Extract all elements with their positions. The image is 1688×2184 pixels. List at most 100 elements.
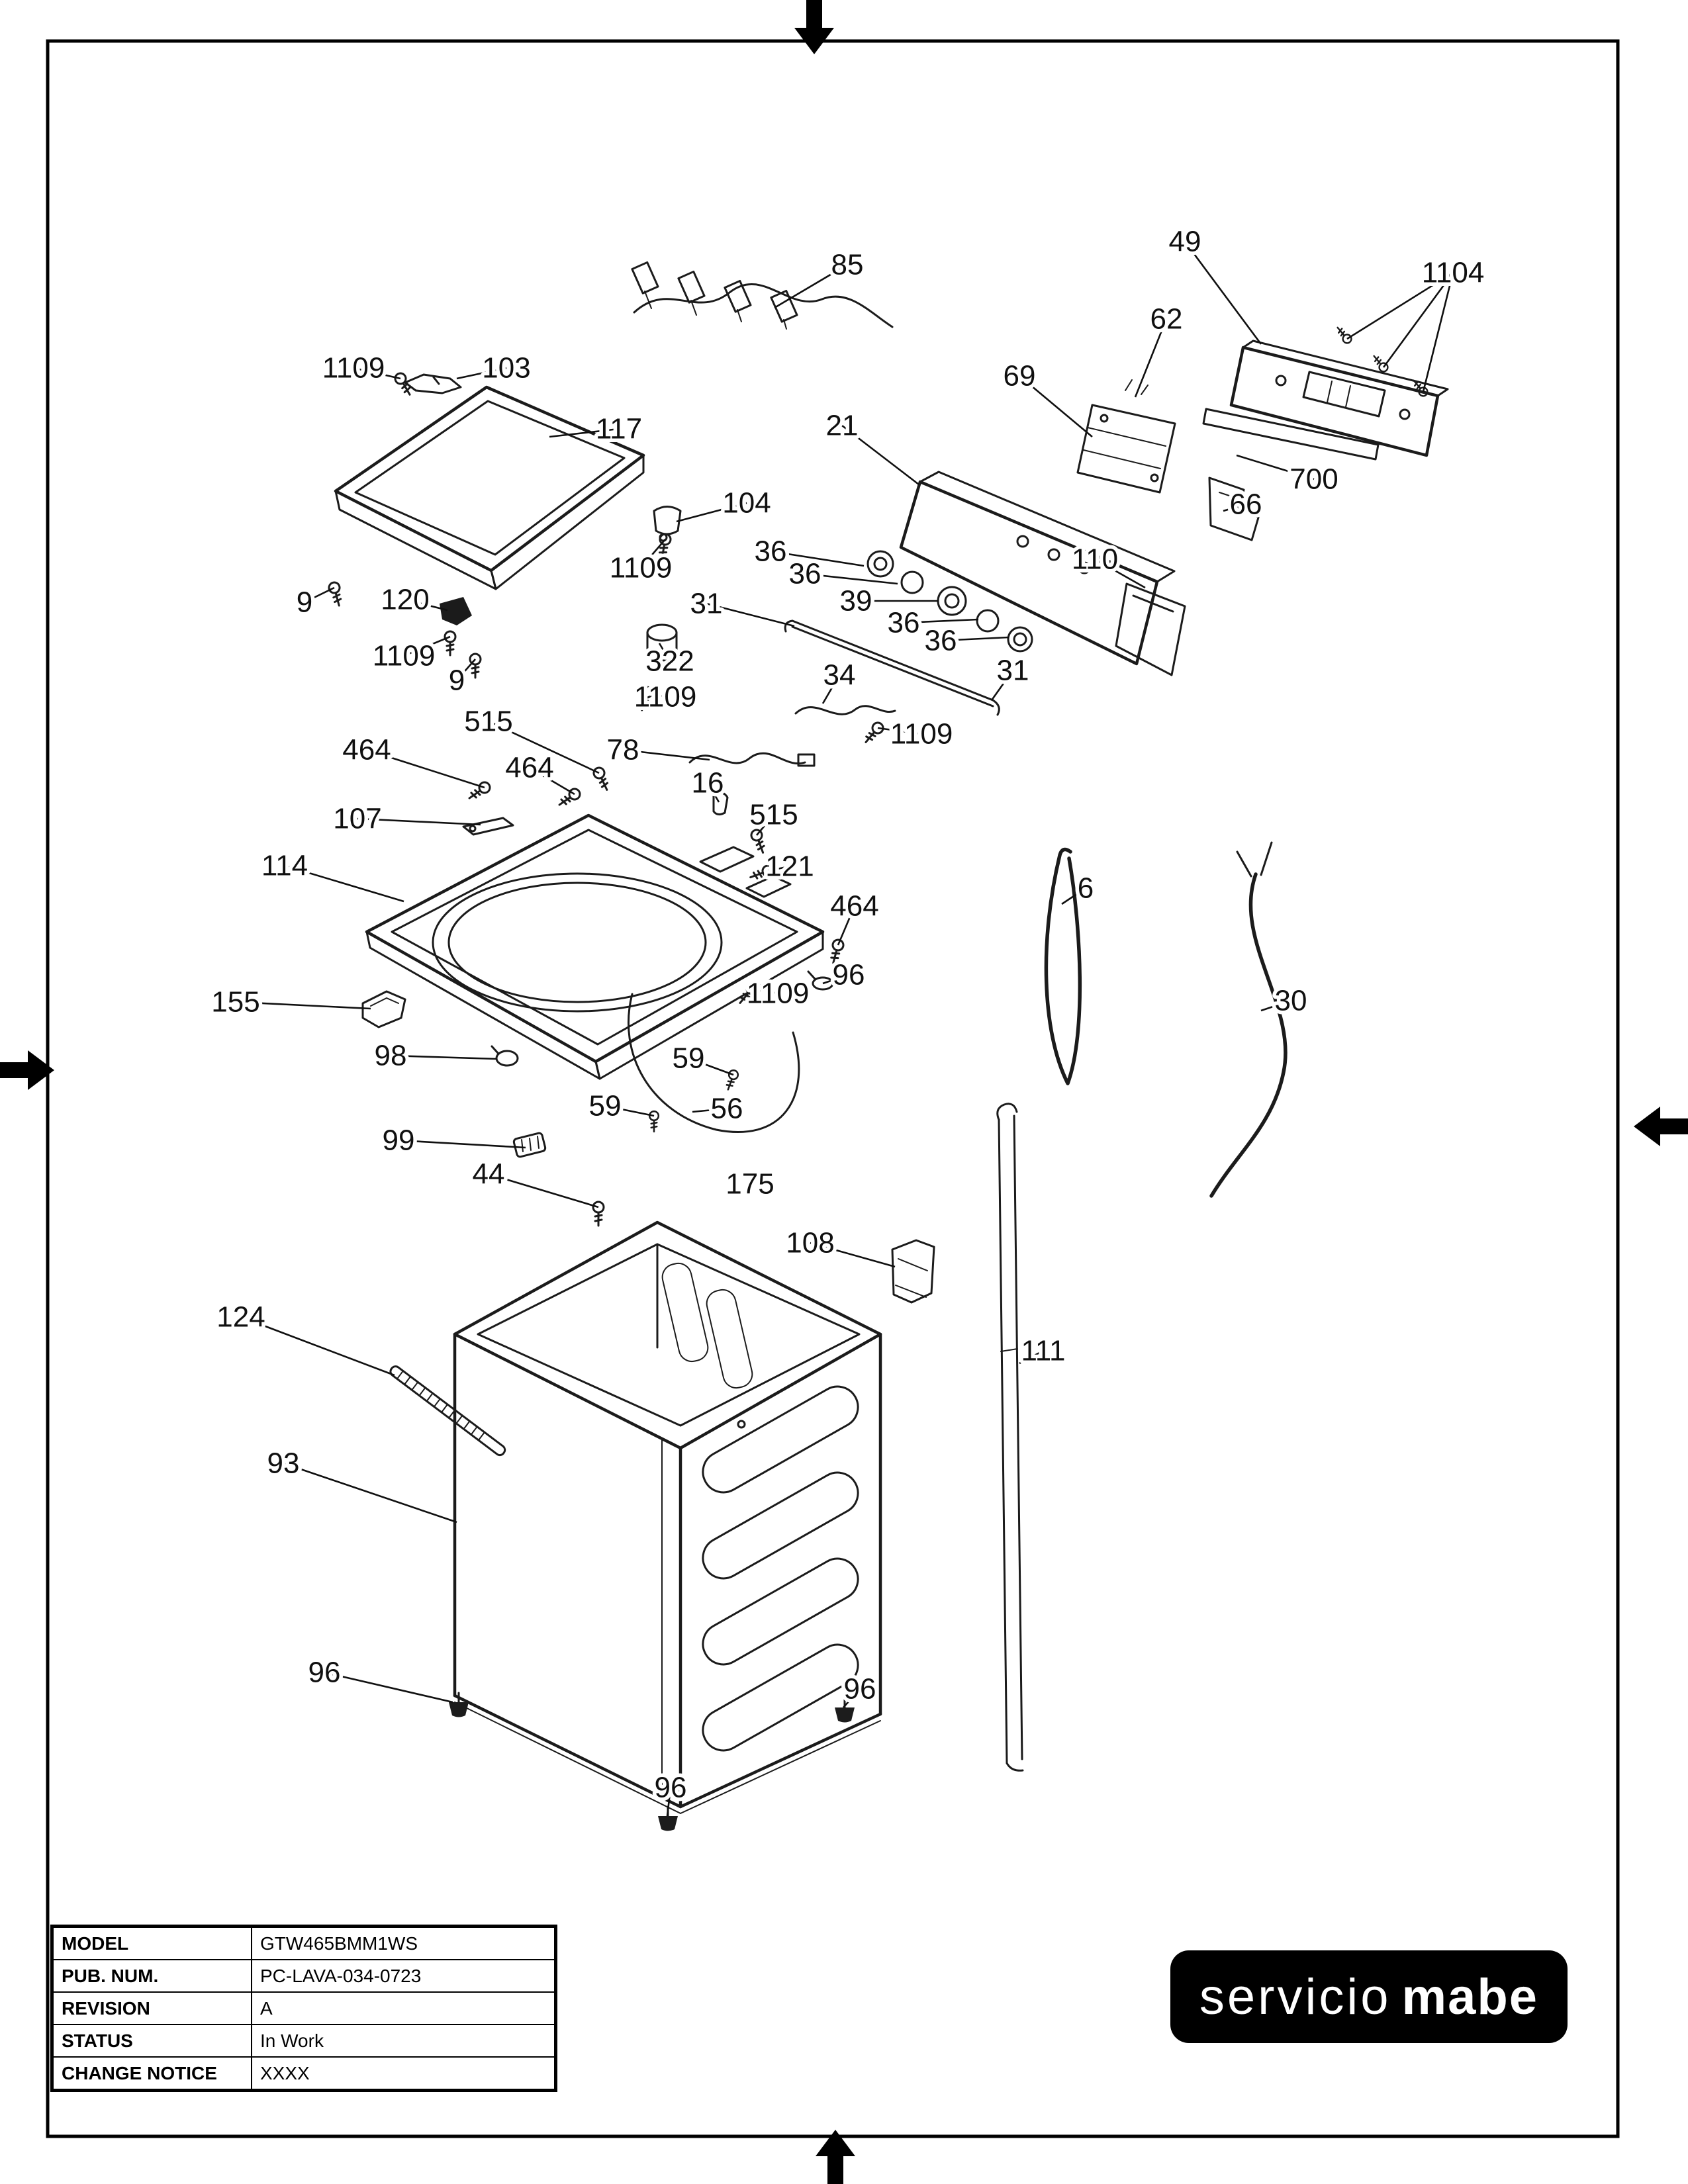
callout-leader-line xyxy=(774,263,848,309)
callout-leader-line xyxy=(324,1671,453,1704)
callout-leader-line xyxy=(390,1054,497,1060)
callout-leader-line xyxy=(821,674,841,704)
wire-harness-78 xyxy=(688,752,816,767)
callout-label: 49 xyxy=(1169,226,1201,258)
callout-leader-line xyxy=(404,598,448,612)
callout-label: 96 xyxy=(308,1657,341,1689)
hinge-damper-96 xyxy=(807,970,834,991)
callout-leader-line xyxy=(1134,318,1168,398)
clip-98 xyxy=(491,1045,519,1067)
callout-leader-line xyxy=(940,636,1009,642)
hose-6 xyxy=(1044,847,1082,1085)
callout-leader-line xyxy=(767,865,790,872)
hinge-103 xyxy=(404,373,462,394)
callout-leader-line xyxy=(283,1462,457,1524)
titleblock-row-revision: REVISION A xyxy=(52,1991,555,2025)
callout-label: 34 xyxy=(823,659,856,692)
callout-label: 103 xyxy=(482,352,530,385)
screw-part xyxy=(861,719,886,747)
title-block-table: MODEL GTW465BMM1WS PUB. NUM. PC-LAVA-034… xyxy=(52,1927,555,2090)
screw-part xyxy=(444,630,457,657)
callout-leader-line xyxy=(488,720,600,774)
callout-leader-line xyxy=(877,727,922,735)
callout-label: 36 xyxy=(925,625,957,657)
titleblock-row-status: STATUS In Work xyxy=(52,2024,555,2058)
callout-leader-line xyxy=(604,1105,655,1117)
brand-mabe-text: mabe xyxy=(1401,1968,1539,2025)
callout-label: 1109 xyxy=(373,640,436,672)
titleblock-label-revision: REVISION xyxy=(52,1991,252,2025)
callout-leader-line xyxy=(1382,272,1454,368)
callout-leader-line xyxy=(1346,271,1454,340)
callout-leader-line xyxy=(706,602,795,627)
callout-label: 31 xyxy=(690,588,723,620)
callout-leader-line xyxy=(1236,454,1315,480)
callout-label: 515 xyxy=(749,799,798,831)
callout-leader-line xyxy=(770,550,865,567)
callout-label: 120 xyxy=(381,584,429,616)
callout-leader-line xyxy=(456,659,476,681)
callout-leader-line xyxy=(1094,558,1146,589)
callout-leader-line xyxy=(357,817,481,826)
titleblock-label-changenotice: CHANGE NOTICE xyxy=(52,2056,252,2090)
leveling-foot-96 xyxy=(447,1692,470,1718)
title-block: MODEL GTW465BMM1WS PUB. NUM. PC-LAVA-034… xyxy=(50,1925,557,2092)
callout-leader-line xyxy=(1223,503,1246,512)
backsplash-panel-49 xyxy=(1229,340,1449,457)
screw-part xyxy=(469,653,482,679)
callout-label: 9 xyxy=(449,664,465,697)
registration-arrow-left-icon xyxy=(0,1050,54,1090)
titleblock-label-model: MODEL xyxy=(52,1927,252,1960)
callout-leader-line xyxy=(756,814,774,836)
exploded-view-art xyxy=(326,261,1449,1832)
titleblock-label-status: STATUS xyxy=(52,2024,252,2058)
titleblock-value-model: GTW465BMM1WS xyxy=(251,1927,555,1960)
callout-leader-line xyxy=(1422,272,1454,392)
callout-label: 39 xyxy=(840,585,872,617)
callout-label: 69 xyxy=(1004,360,1036,392)
top-cover-114 xyxy=(365,813,825,1080)
brand-servicio-text: servicio xyxy=(1199,1968,1391,2025)
callout-label: 1104 xyxy=(1422,257,1485,289)
control-panel-21 xyxy=(867,471,1186,676)
callout-leader-line xyxy=(353,367,401,380)
registration-arrow-right-icon xyxy=(1634,1107,1688,1146)
callout-leader-line xyxy=(398,1139,526,1149)
callout-leader-line xyxy=(810,1242,896,1268)
callout-leader-line xyxy=(841,424,919,486)
callout-label: 155 xyxy=(211,986,259,1019)
callout-leader-line xyxy=(640,539,666,569)
callout-leader-line xyxy=(990,670,1014,701)
callout-label: 78 xyxy=(607,734,639,766)
damper-120 xyxy=(440,597,472,625)
callout-label: 104 xyxy=(722,487,771,520)
callout-label: 1109 xyxy=(610,552,673,584)
callout-label: 96 xyxy=(844,1673,876,1706)
callout-label: 108 xyxy=(786,1227,834,1259)
callout-leader-line xyxy=(903,618,979,624)
callout-leader-line xyxy=(688,1057,734,1076)
lid-hinge-104 xyxy=(653,506,682,542)
callout-label: 515 xyxy=(464,705,512,738)
washer-lid-117 xyxy=(334,385,645,590)
callout-label: 117 xyxy=(596,413,642,445)
callout-leader-line xyxy=(1184,241,1262,345)
callout-leader-line xyxy=(658,643,671,662)
callout-label: 464 xyxy=(342,734,391,766)
bracket-108 xyxy=(891,1239,935,1304)
callout-leader-line xyxy=(284,864,404,903)
valve-322 xyxy=(646,623,678,671)
callout-label: 107 xyxy=(333,803,381,835)
callout-label: 31 xyxy=(997,655,1029,687)
console-endcap-110 xyxy=(1115,582,1186,676)
callout-label: 96 xyxy=(833,959,865,991)
titleblock-value-revision: A xyxy=(251,1991,555,2025)
screw-part xyxy=(392,370,416,398)
callout-label: 464 xyxy=(830,890,878,923)
bracket-107 xyxy=(462,817,514,836)
callout-leader-line xyxy=(837,905,856,946)
hose-34 xyxy=(794,705,896,715)
callout-leader-line xyxy=(751,987,778,995)
